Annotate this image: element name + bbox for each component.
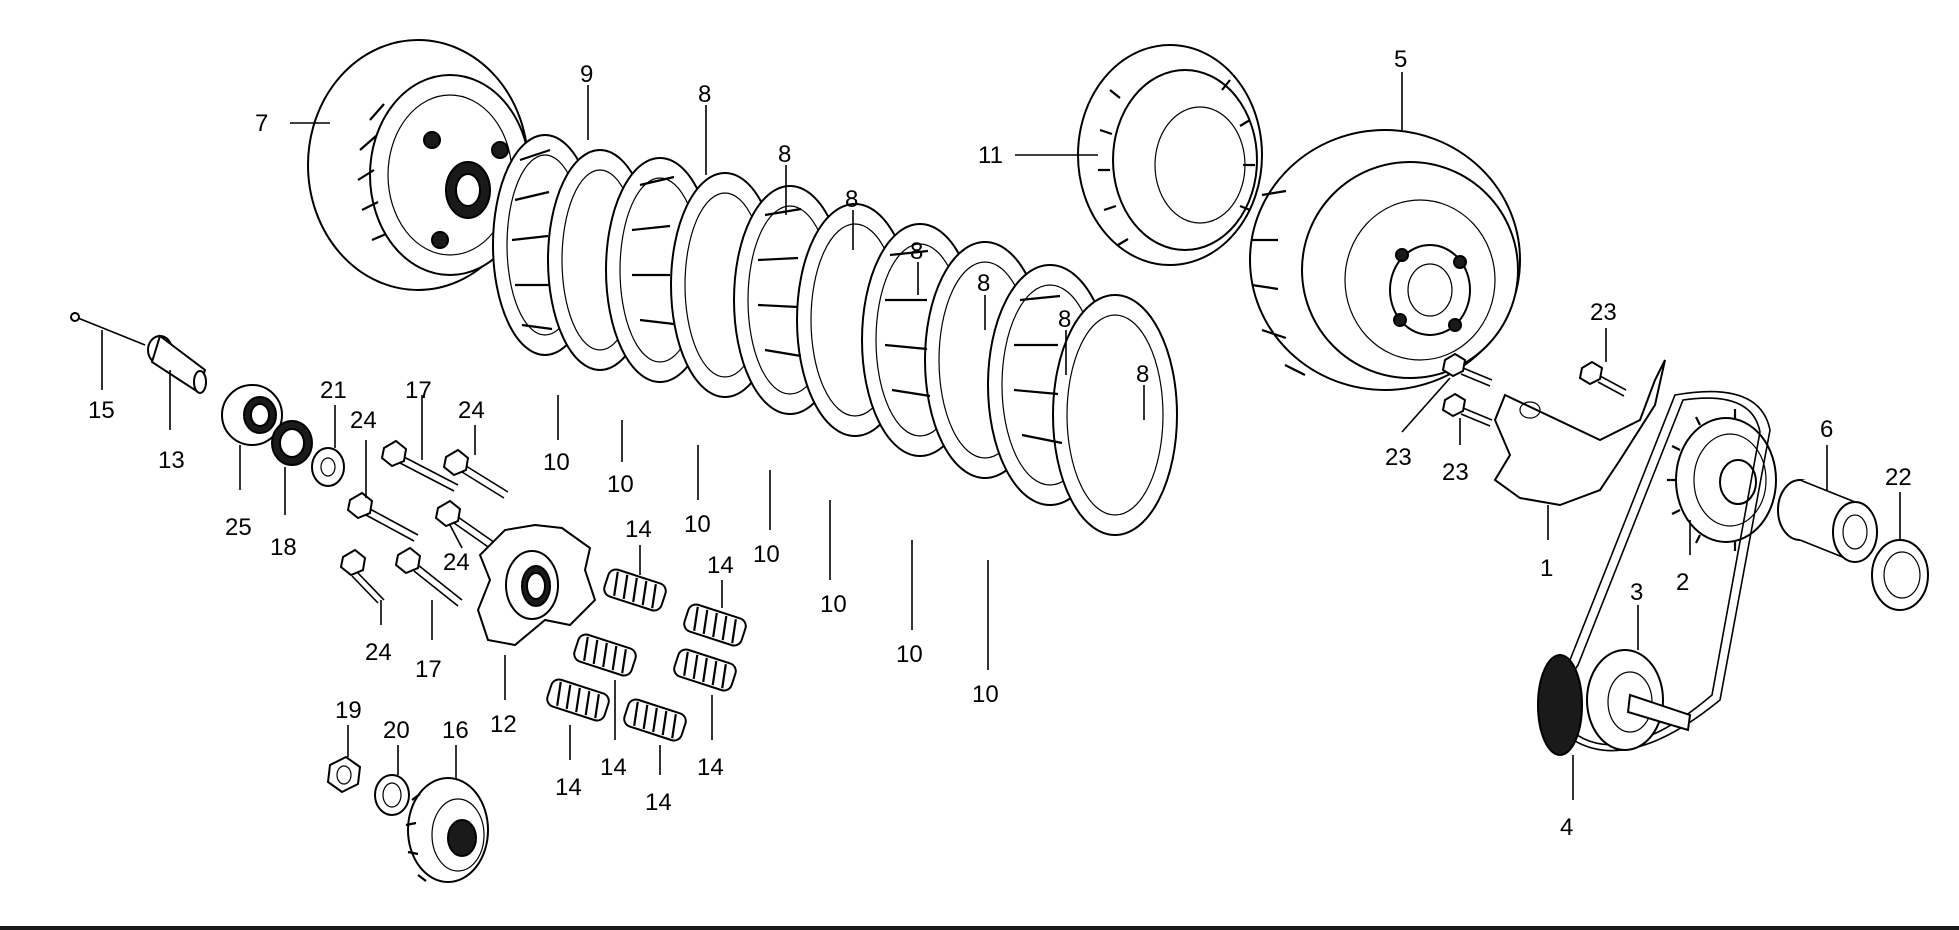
part-2-sprocket bbox=[1667, 409, 1777, 551]
part-15-push-rod bbox=[70, 312, 146, 346]
callout-3: 3 bbox=[1630, 579, 1643, 606]
part-6-sleeve bbox=[1777, 479, 1878, 563]
callout-17a: 17 bbox=[405, 377, 432, 404]
callout-24d: 24 bbox=[365, 639, 392, 666]
callout-10d: 10 bbox=[753, 541, 780, 568]
callout-14d: 14 bbox=[600, 754, 627, 781]
part-13-lifter-piece bbox=[147, 334, 207, 394]
part-18-circlip bbox=[271, 420, 313, 466]
callout-7: 7 bbox=[255, 110, 268, 137]
callout-10f: 10 bbox=[896, 641, 923, 668]
callout-14c: 14 bbox=[555, 774, 582, 801]
callout-8g: 8 bbox=[1136, 361, 1149, 388]
callout-20: 20 bbox=[383, 717, 410, 744]
clutch-plate-stack bbox=[492, 134, 1178, 536]
clutch-springs-14 bbox=[546, 568, 747, 742]
callout-12: 12 bbox=[490, 711, 517, 738]
callout-10g: 10 bbox=[972, 681, 999, 708]
callout-23a: 23 bbox=[1590, 299, 1617, 326]
callout-9: 9 bbox=[580, 61, 593, 88]
part-25-bearing bbox=[221, 384, 283, 446]
callout-23c: 23 bbox=[1442, 459, 1469, 486]
callout-10c: 10 bbox=[684, 511, 711, 538]
callout-8b: 8 bbox=[778, 141, 791, 168]
bottom-rule bbox=[0, 926, 1959, 930]
callout-18: 18 bbox=[270, 534, 297, 561]
callout-17b: 17 bbox=[415, 656, 442, 683]
callout-14e: 14 bbox=[645, 789, 672, 816]
callout-2: 2 bbox=[1676, 569, 1689, 596]
callout-21: 21 bbox=[320, 377, 347, 404]
callout-6: 6 bbox=[1820, 416, 1833, 443]
part-21-washer bbox=[311, 447, 345, 487]
callout-15: 15 bbox=[88, 397, 115, 424]
callout-1: 1 bbox=[1540, 555, 1553, 582]
callout-8f: 8 bbox=[1058, 306, 1071, 333]
callout-8e: 8 bbox=[977, 270, 990, 297]
callout-10b: 10 bbox=[607, 471, 634, 498]
part-12-lifter-plate bbox=[476, 523, 597, 647]
part-22-washer bbox=[1871, 539, 1929, 611]
callout-16: 16 bbox=[442, 717, 469, 744]
callout-25: 25 bbox=[225, 514, 252, 541]
callout-24c: 24 bbox=[443, 549, 470, 576]
part-19-nut bbox=[326, 755, 362, 794]
bolts-23 bbox=[1441, 352, 1627, 427]
callout-8d: 8 bbox=[910, 238, 923, 265]
callout-23b: 23 bbox=[1385, 444, 1412, 471]
callout-10a: 10 bbox=[543, 449, 570, 476]
callout-8c: 8 bbox=[845, 186, 858, 213]
part-11-pressure-plate bbox=[1077, 44, 1263, 266]
part-16-gear bbox=[405, 777, 489, 883]
part-1-chain-guide bbox=[1493, 359, 1666, 507]
callout-14a: 14 bbox=[625, 516, 652, 543]
bolt-group-17-24 bbox=[339, 439, 509, 607]
callout-19: 19 bbox=[335, 697, 362, 724]
callout-11: 11 bbox=[978, 142, 1003, 169]
callout-10e: 10 bbox=[820, 591, 847, 618]
callout-14b: 14 bbox=[707, 552, 734, 579]
callout-4: 4 bbox=[1560, 814, 1573, 841]
callout-13: 13 bbox=[158, 447, 185, 474]
callout-24a: 24 bbox=[458, 397, 485, 424]
callout-8a: 8 bbox=[698, 81, 711, 108]
callout-5: 5 bbox=[1394, 46, 1407, 73]
part-5-clutch-housing bbox=[1249, 129, 1521, 391]
part-20-washer bbox=[374, 774, 410, 816]
callout-24b: 24 bbox=[350, 407, 377, 434]
part-3-sprocket bbox=[1537, 649, 1692, 756]
callout-14f: 14 bbox=[697, 754, 724, 781]
callout-22: 22 bbox=[1885, 464, 1912, 491]
